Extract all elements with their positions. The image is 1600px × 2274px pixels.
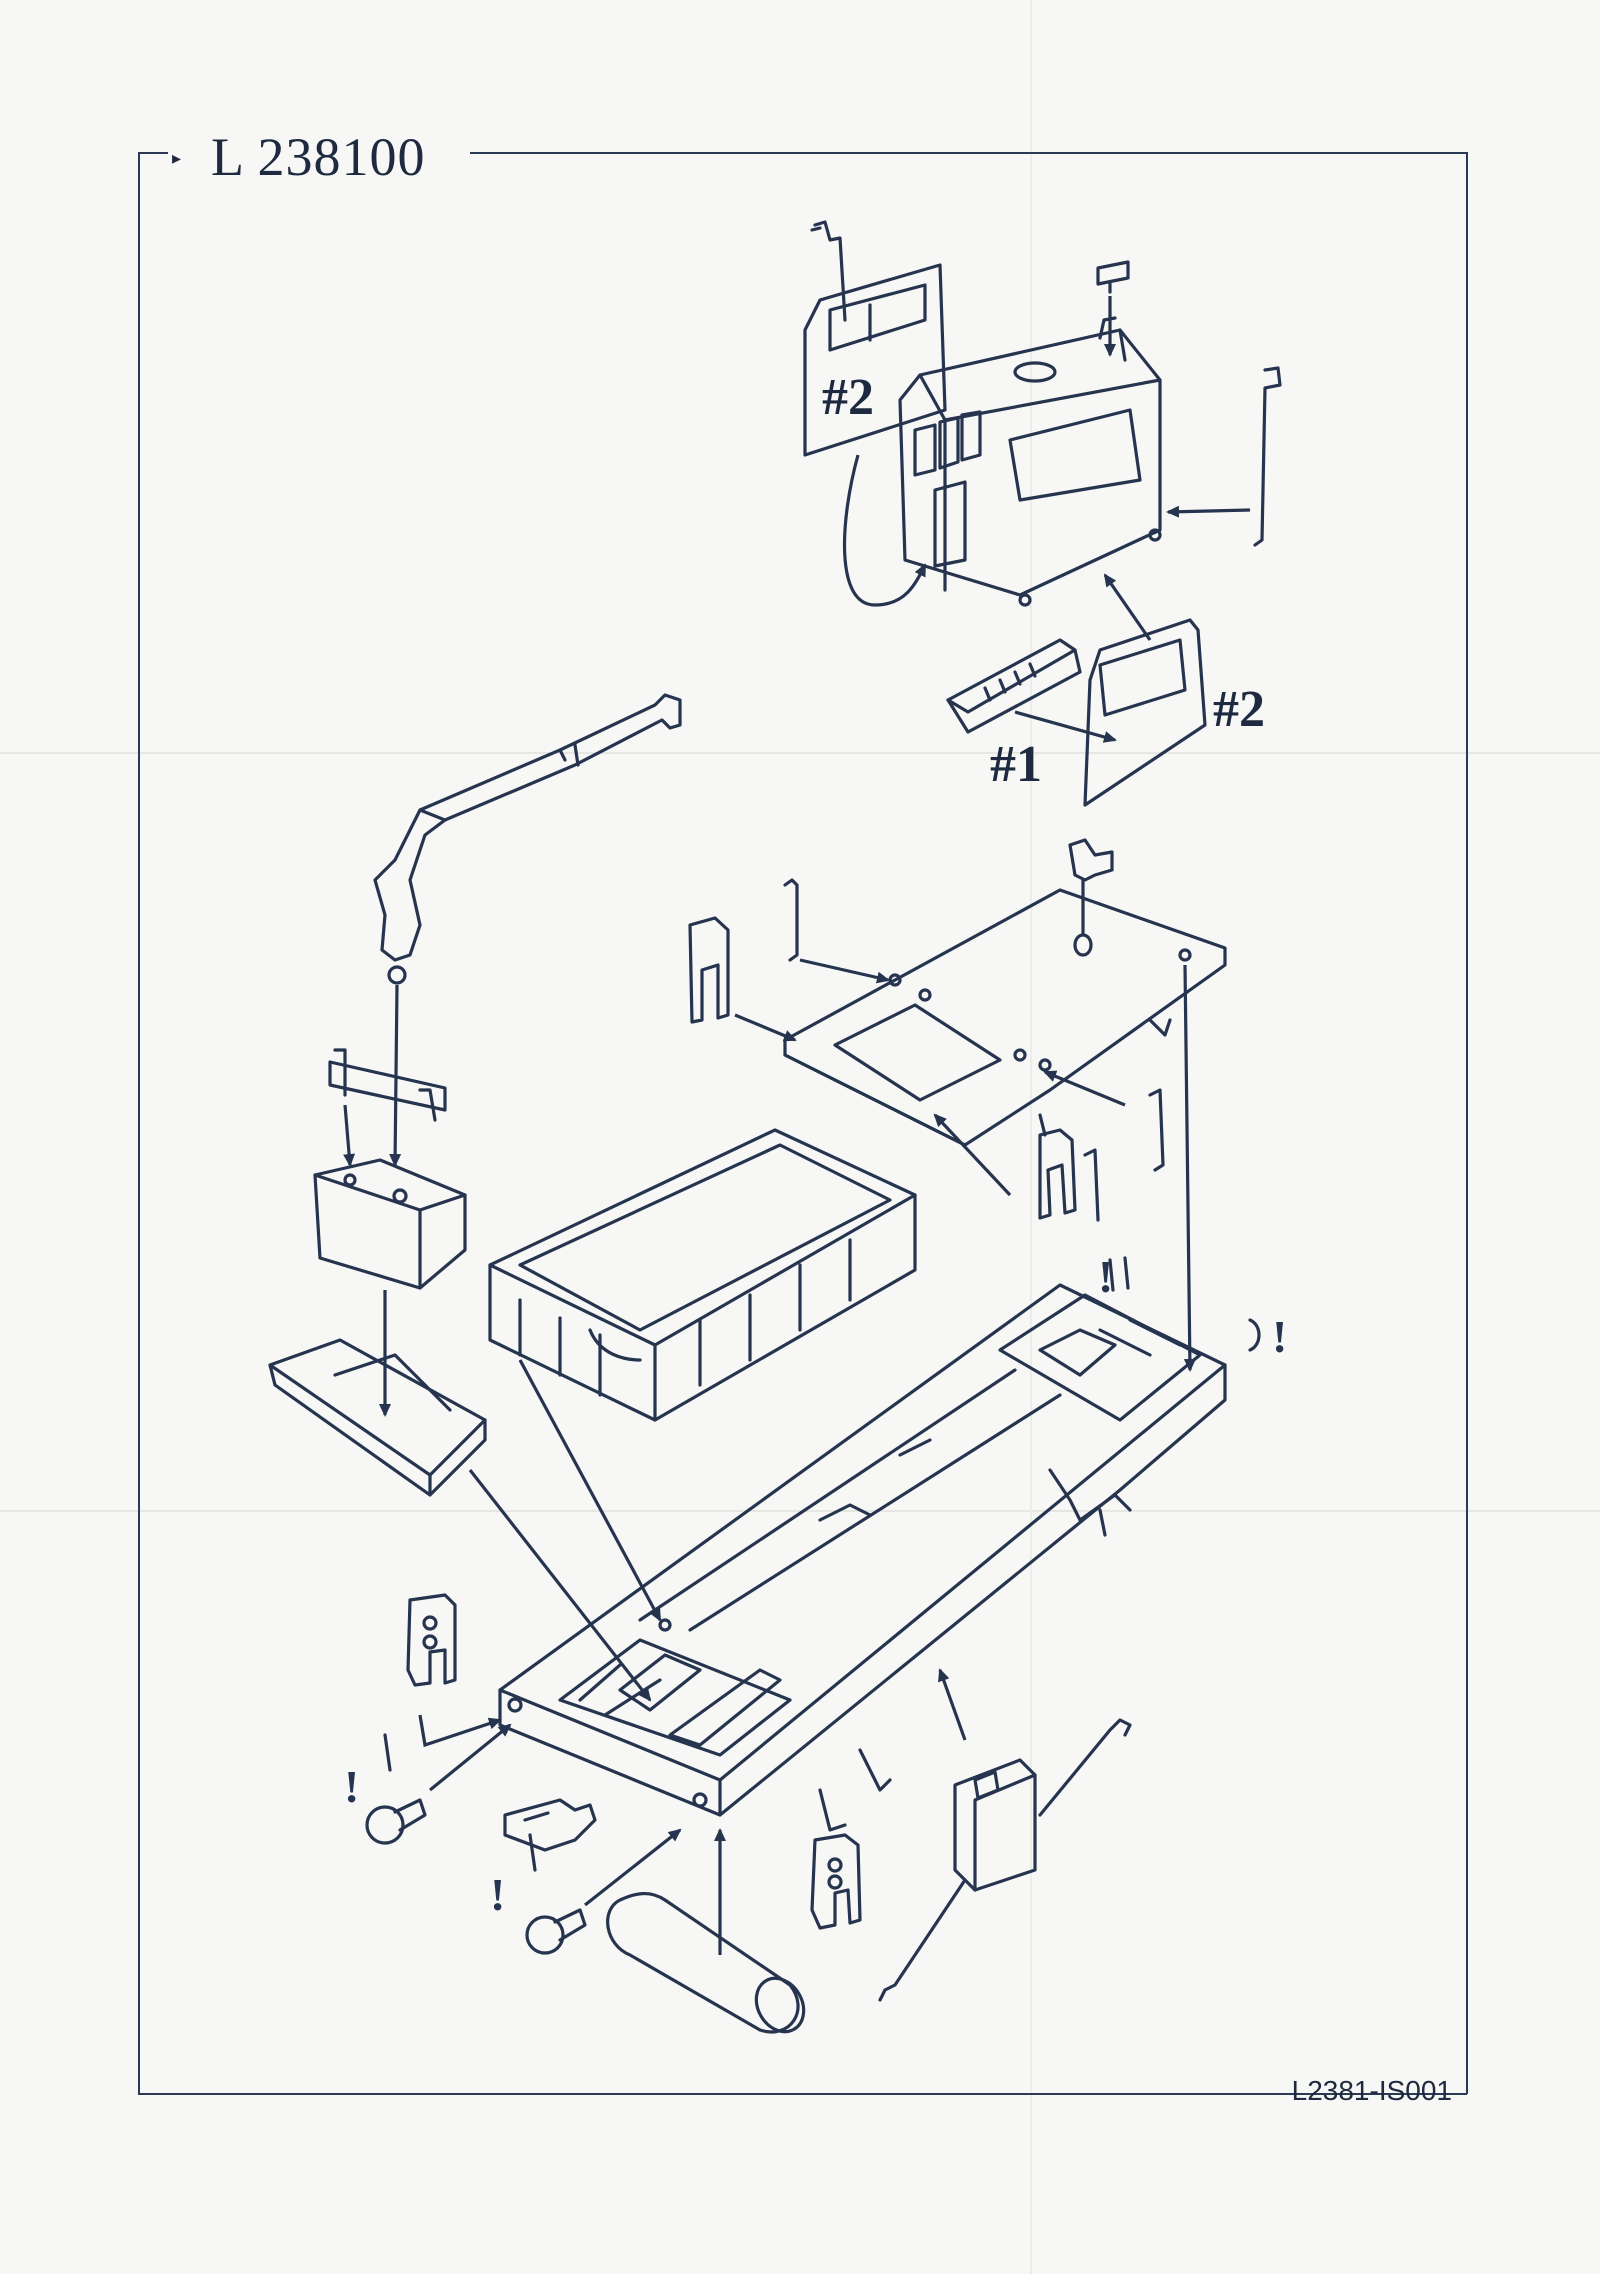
pin-part	[528, 1833, 537, 1872]
assembly-arrow	[1103, 573, 1152, 641]
frame-right	[1466, 152, 1468, 2094]
assembly-arrow	[734, 1013, 797, 1042]
mirror-bracket-left	[406, 1593, 457, 1687]
frame-left	[138, 152, 140, 2094]
grab-handle-left	[810, 220, 847, 322]
assembly-arrow	[518, 1359, 662, 1622]
crane-base-plate	[268, 1338, 487, 1497]
main-chassis-frame	[498, 1283, 1227, 1832]
cab-body	[898, 316, 1162, 607]
chassis-mirror-part	[1068, 838, 1114, 957]
cab-horn-part	[1096, 260, 1130, 294]
assembly-arrow	[343, 1104, 356, 1167]
callout-step: #1	[990, 736, 1042, 793]
frame-top-left	[138, 152, 168, 154]
assembly-arrow	[799, 958, 890, 984]
frame-top-right	[470, 152, 1467, 154]
fuel-tank	[606, 1892, 806, 2034]
assembly-arrow	[1014, 710, 1117, 743]
paper-fold	[0, 752, 1600, 754]
cab-step-part	[946, 638, 1082, 734]
warning-mark: !	[490, 1869, 505, 1920]
assembly-arrow	[938, 1668, 967, 1741]
headlight-left	[365, 1798, 427, 1845]
assembly-arrow	[1183, 964, 1196, 1372]
assembly-arrow	[584, 1828, 682, 1907]
ladder-bracket-right	[1038, 1128, 1100, 1222]
assembly-arrow	[1043, 1070, 1126, 1107]
pin-part	[1108, 1256, 1130, 1292]
warning-mark: !	[1098, 1251, 1113, 1302]
page-title: L 238100	[205, 126, 440, 188]
paper-fold	[0, 1510, 1600, 1512]
headlight-right	[525, 1908, 587, 1955]
warning-mark: !	[1272, 1311, 1287, 1362]
assembly-arrow	[418, 1714, 502, 1748]
cab-door-right	[1083, 618, 1207, 807]
assembly-arrow	[933, 1113, 1012, 1197]
cab-door-left	[803, 263, 947, 457]
crane-base-block	[313, 1158, 467, 1290]
assembly-arrow	[468, 1469, 652, 1702]
warning-mark: !	[344, 1761, 359, 1812]
wiring-cable	[878, 1718, 1132, 2002]
coupling-part	[503, 1798, 597, 1852]
crane-arm	[373, 693, 682, 985]
grab-handle-right	[1253, 366, 1282, 547]
callout-door-right: #2	[1213, 681, 1265, 738]
hook-part-small	[783, 878, 1165, 1172]
mirror-bracket-right	[810, 1833, 862, 1930]
assembly-arrow	[842, 454, 927, 607]
chassis-deck-plate	[783, 888, 1227, 1147]
frame-bottom	[138, 2093, 1467, 2095]
battery-box	[953, 1758, 1037, 1892]
clip-part	[1248, 1318, 1261, 1352]
callout-door-left: #2	[822, 369, 874, 426]
assembly-arrow	[389, 984, 402, 1167]
paper-fold	[1030, 0, 1032, 2274]
document-reference: L2381-IS001	[1291, 2075, 1452, 2106]
assembly-arrow	[428, 1723, 512, 1792]
ladder-bracket-left	[688, 916, 730, 1024]
assembly-arrow	[1166, 505, 1251, 518]
title-marker-icon: ▸	[172, 148, 182, 168]
cargo-bed	[488, 1128, 917, 1422]
crane-mount-bracket	[328, 1048, 447, 1122]
pin-part	[383, 1733, 392, 1772]
